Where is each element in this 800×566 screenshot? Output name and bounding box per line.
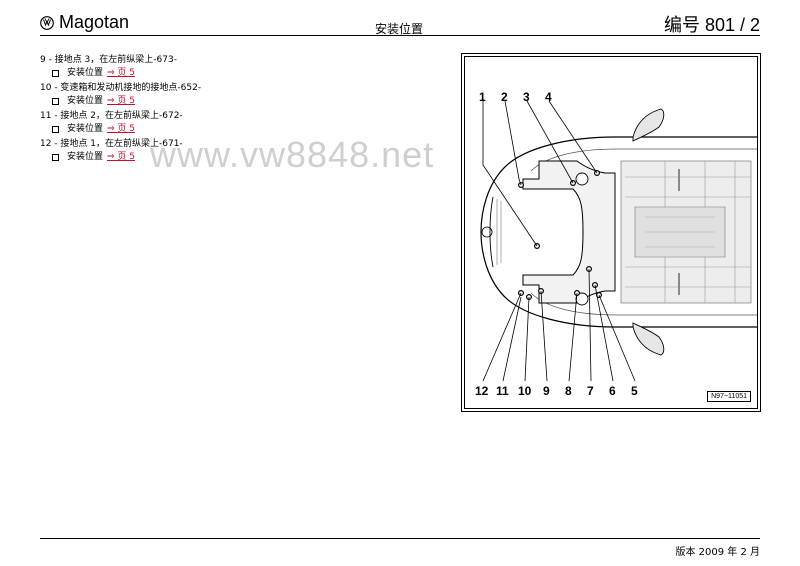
callout-label: 1 bbox=[479, 90, 486, 104]
legend-entry-label: 安装位置 bbox=[67, 96, 104, 106]
checkbox-bullet-icon bbox=[52, 70, 59, 77]
legend-entry-label: 安装位置 bbox=[67, 68, 104, 78]
figure-id: N97−11051 bbox=[707, 391, 751, 402]
legend-entry-title: 9 - 接地点 3，在左前纵梁上-673- bbox=[40, 55, 177, 65]
page-reference-link[interactable]: ⇒ 页 5 bbox=[107, 152, 136, 162]
legend-entry-title: 11 - 接地点 2，在左前纵梁上-672- bbox=[40, 111, 183, 121]
page-header: Magotan 安装位置 编号 801 / 2 bbox=[0, 0, 800, 40]
legend-entry-title: 12 - 接地点 1，在左前纵梁上-671- bbox=[40, 139, 183, 149]
callout-label: 7 bbox=[587, 384, 594, 398]
legend-entry-sub: 安装位置 ⇒ 页 5 bbox=[40, 153, 440, 162]
checkbox-bullet-icon bbox=[52, 154, 59, 161]
callout-label: 2 bbox=[501, 90, 508, 104]
legend-list: 9 - 接地点 3，在左前纵梁上-673- 安装位置 ⇒ 页 5 10 - 变速… bbox=[40, 56, 440, 168]
legend-entry: 10 - 变速箱和发动机接地的接地点-652- 安装位置 ⇒ 页 5 bbox=[40, 84, 440, 106]
legend-entry-label: 安装位置 bbox=[67, 152, 104, 162]
callout-label: 11 bbox=[496, 384, 509, 398]
legend-entry-sub: 安装位置 ⇒ 页 5 bbox=[40, 125, 440, 134]
checkbox-bullet-icon bbox=[52, 126, 59, 133]
page-reference-link[interactable]: ⇒ 页 5 bbox=[107, 96, 136, 106]
brand: Magotan bbox=[40, 12, 129, 33]
callout-label: 5 bbox=[631, 384, 638, 398]
figure-frame: 1 2 3 4 12 11 10 9 8 7 6 5 N97−11051 bbox=[461, 53, 761, 412]
callout-label: 8 bbox=[565, 384, 572, 398]
legend-entry: 9 - 接地点 3，在左前纵梁上-673- 安装位置 ⇒ 页 5 bbox=[40, 56, 440, 78]
callout-label: 9 bbox=[543, 384, 550, 398]
vehicle-underbody-diagram bbox=[480, 100, 757, 382]
footer-edition: 版本 2009 年 2 月 bbox=[675, 547, 760, 558]
checkbox-bullet-icon bbox=[52, 98, 59, 105]
section-title: 安装位置 bbox=[375, 22, 424, 36]
footer-divider bbox=[40, 538, 760, 539]
callout-label: 3 bbox=[523, 90, 530, 104]
callout-label: 10 bbox=[518, 384, 532, 398]
legend-entry-label: 安装位置 bbox=[67, 124, 104, 134]
brand-name: Magotan bbox=[59, 12, 130, 32]
page-reference-link[interactable]: ⇒ 页 5 bbox=[107, 124, 136, 134]
callout-label: 12 bbox=[475, 384, 489, 398]
figure-panel: 1 2 3 4 12 11 10 9 8 7 6 5 N97−11051 bbox=[464, 56, 758, 409]
legend-entry-title: 10 - 变速箱和发动机接地的接地点-652- bbox=[40, 83, 202, 93]
legend-entry-sub: 安装位置 ⇒ 页 5 bbox=[40, 69, 440, 78]
header-divider bbox=[40, 35, 760, 36]
legend-entry: 12 - 接地点 1，在左前纵梁上-671- 安装位置 ⇒ 页 5 bbox=[40, 140, 440, 162]
page-reference-link[interactable]: ⇒ 页 5 bbox=[107, 68, 136, 78]
callout-label: 4 bbox=[545, 90, 552, 104]
callout-label: 6 bbox=[609, 384, 616, 398]
page-number: 编号 801 / 2 bbox=[663, 15, 760, 35]
vw-logo-icon bbox=[40, 15, 54, 30]
watermark: www.vw8848.net bbox=[150, 134, 435, 175]
legend-entry: 11 - 接地点 2，在左前纵梁上-672- 安装位置 ⇒ 页 5 bbox=[40, 112, 440, 134]
legend-entry-sub: 安装位置 ⇒ 页 5 bbox=[40, 97, 440, 106]
